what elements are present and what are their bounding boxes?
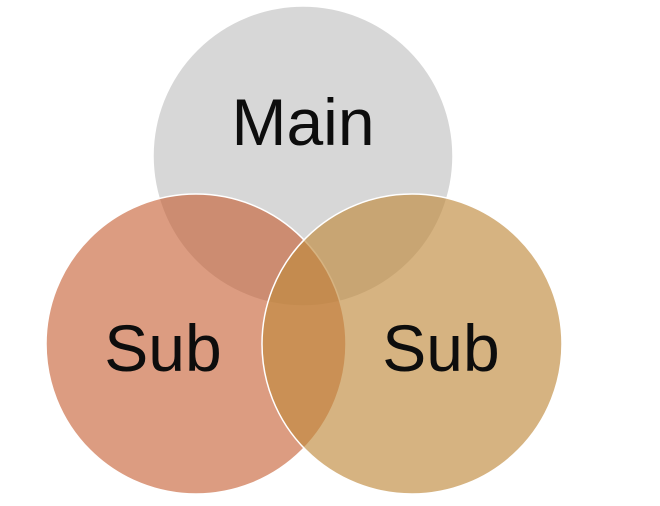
venn-circles [45, 5, 563, 495]
venn-labels: Main Sub Sub [104, 85, 499, 385]
sub-right-circle [261, 193, 563, 495]
main-label: Main [231, 85, 374, 159]
sub-left-label: Sub [104, 311, 221, 385]
sub-right-label: Sub [382, 311, 499, 385]
